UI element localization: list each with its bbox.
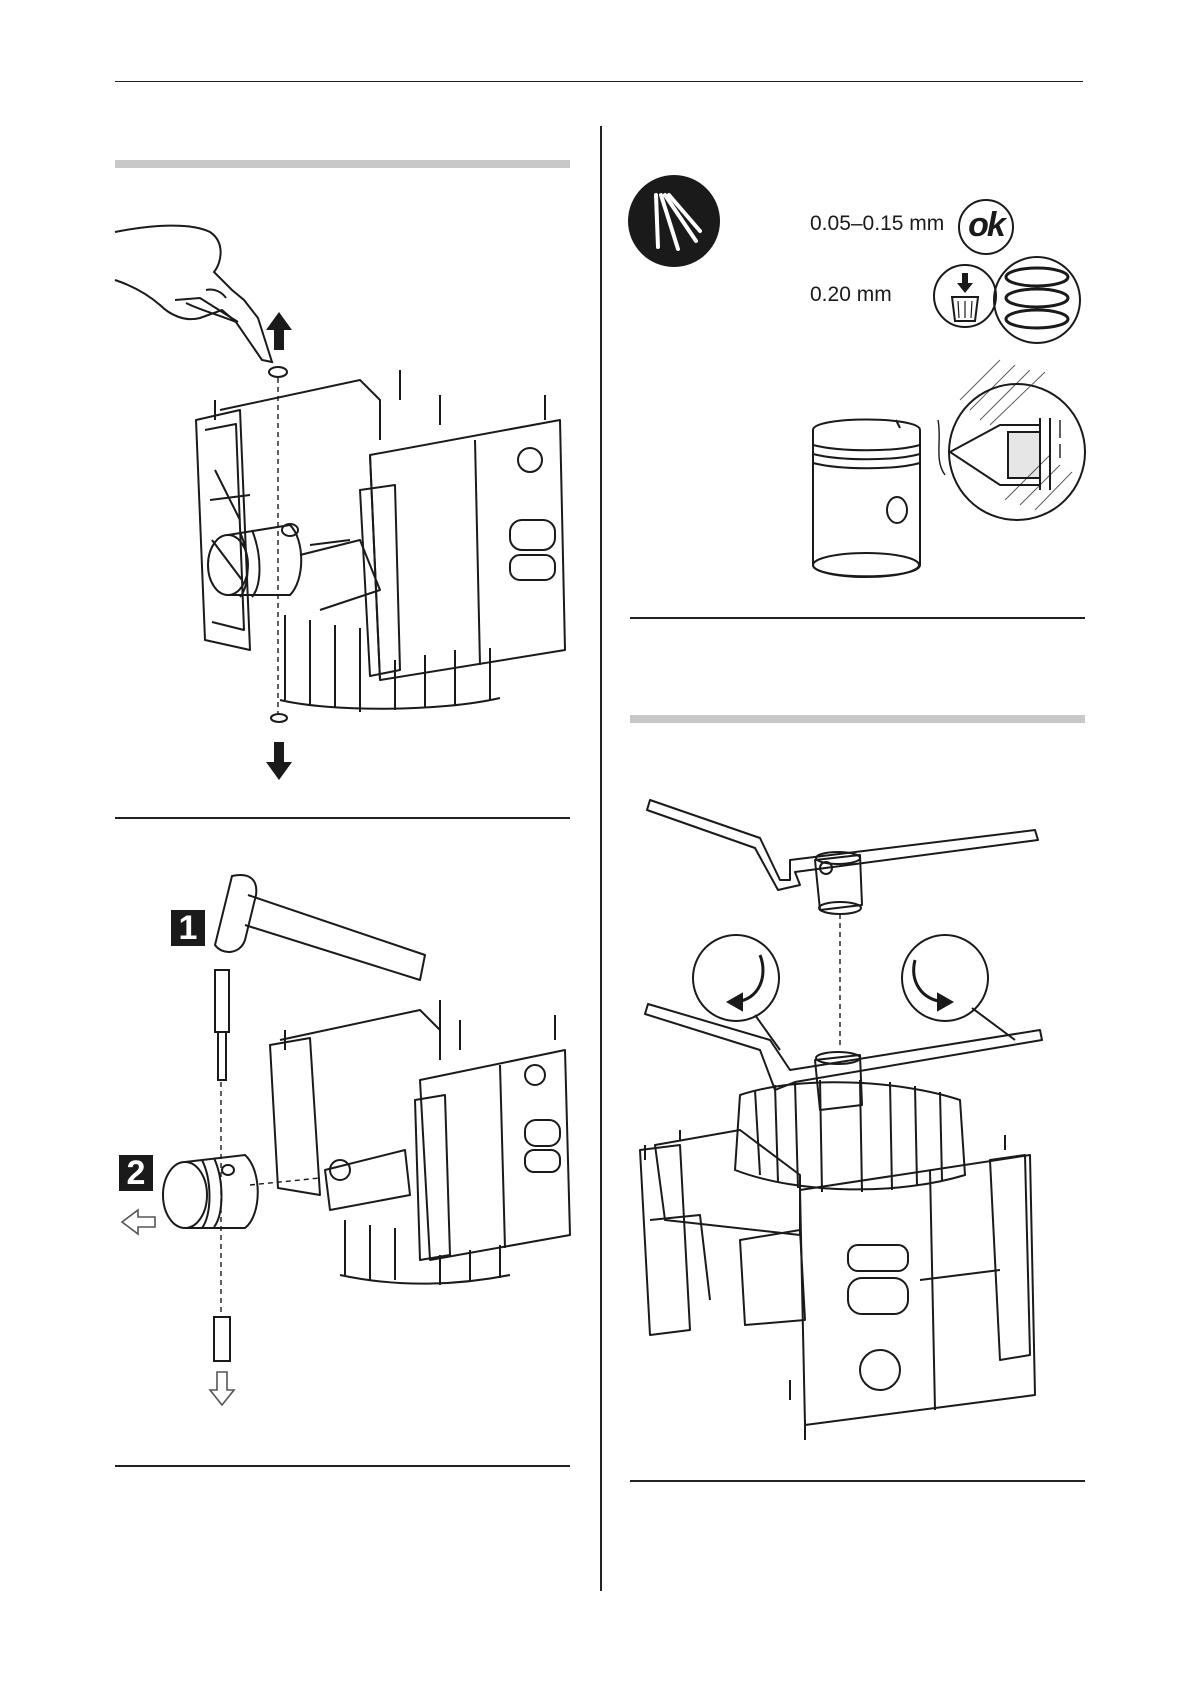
flywheel-puller-icon xyxy=(647,800,1038,914)
section-rule-right-1 xyxy=(630,617,1085,619)
section-bar-left xyxy=(115,160,570,168)
ok-label: ok xyxy=(968,206,1004,245)
header-rule xyxy=(115,81,1083,82)
replace-cylinder-icon xyxy=(932,263,998,329)
outline-arrow-left-icon xyxy=(122,1210,155,1234)
step-2-badge: 2 xyxy=(119,1155,153,1191)
section-bar-right xyxy=(630,715,1085,723)
section-rule-left-2 xyxy=(115,1465,570,1467)
ok-symbol-icon: ok xyxy=(958,199,1014,255)
drift-pin-icon xyxy=(215,970,229,1080)
section-rule-right-2 xyxy=(630,1480,1085,1482)
arrow-up-icon xyxy=(266,312,292,350)
column-divider xyxy=(600,126,602,1591)
hand-pliers-icon xyxy=(115,226,272,362)
step-1-badge: 1 xyxy=(171,910,205,946)
feeler-gauge-icon xyxy=(628,175,720,267)
piston-rings-icon xyxy=(992,255,1082,345)
circlip-icon xyxy=(269,367,287,377)
section-rule-left-1 xyxy=(115,817,570,819)
arrow-down-icon xyxy=(266,742,292,780)
piston-icon xyxy=(163,1155,258,1228)
spec-replace-value: 0.20 mm xyxy=(810,283,892,307)
crankcase-flywheel-drawing xyxy=(640,1080,1035,1440)
rotate-ccw-icon xyxy=(693,935,780,1050)
crankcase-drawing xyxy=(196,370,565,712)
spec-ok-value: 0.05–0.15 mm xyxy=(810,212,944,236)
hammer-icon xyxy=(215,875,425,980)
outline-arrow-down-icon xyxy=(210,1372,234,1405)
rotate-cw-icon xyxy=(902,935,1015,1040)
